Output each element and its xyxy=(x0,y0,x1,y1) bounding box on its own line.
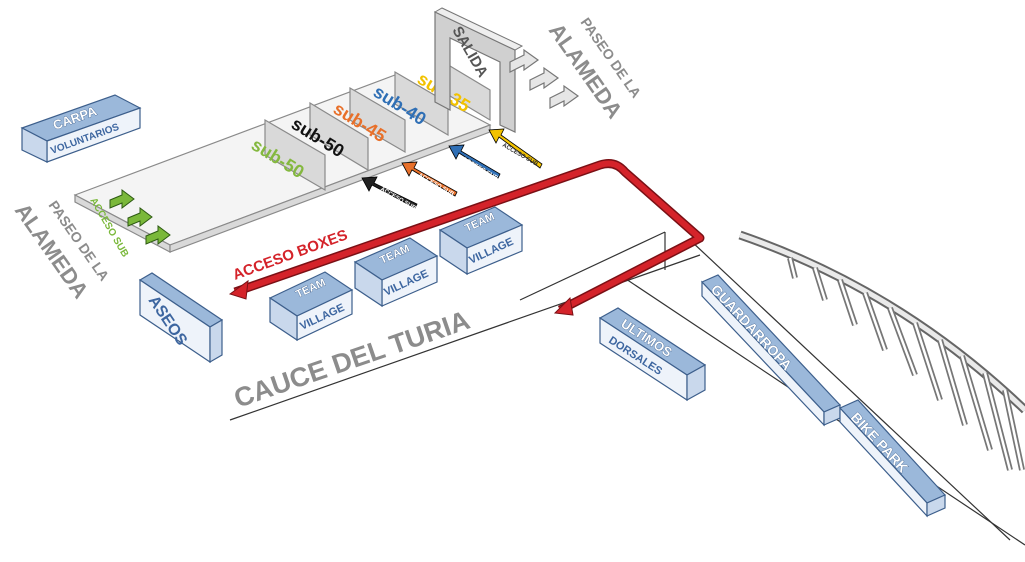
acceso-label-1: ACCESO SUB xyxy=(379,187,417,213)
access-arrows: ACCESO SUB ACCESO SUB ACCESO SUB ACCESO … xyxy=(361,128,543,213)
aseos-box: ASEOS xyxy=(138,272,224,364)
bike-park-label: BIKE PARK xyxy=(848,409,912,475)
acceso-label-3: ACCESO SUB xyxy=(461,157,499,183)
green-arrows xyxy=(109,189,171,245)
guardarropa-box: GUARDARROPA xyxy=(700,274,842,427)
acceso-label-2: ACCESO SUB xyxy=(417,173,455,199)
carpa-voluntarios-box: CARPA VOLUNTARIOS xyxy=(20,94,142,163)
cauce-label: CAUCE DEL TURIA xyxy=(230,305,473,414)
guardarropa-label: GUARDARROPA xyxy=(708,281,795,373)
exit-arrows xyxy=(509,48,580,109)
paseo-top: PASEO DE LA ALAMEDA xyxy=(544,15,645,124)
start-corrals xyxy=(73,58,492,253)
team-village-box-3: TEAM VILLAGE xyxy=(438,206,524,276)
team-village-box-1: TEAM VILLAGE xyxy=(268,271,354,342)
acceso-label-4: ACCESO SUB xyxy=(501,143,539,169)
bike-park-box: BIKE PARK xyxy=(838,399,947,518)
bridge-icon xyxy=(738,230,1025,471)
